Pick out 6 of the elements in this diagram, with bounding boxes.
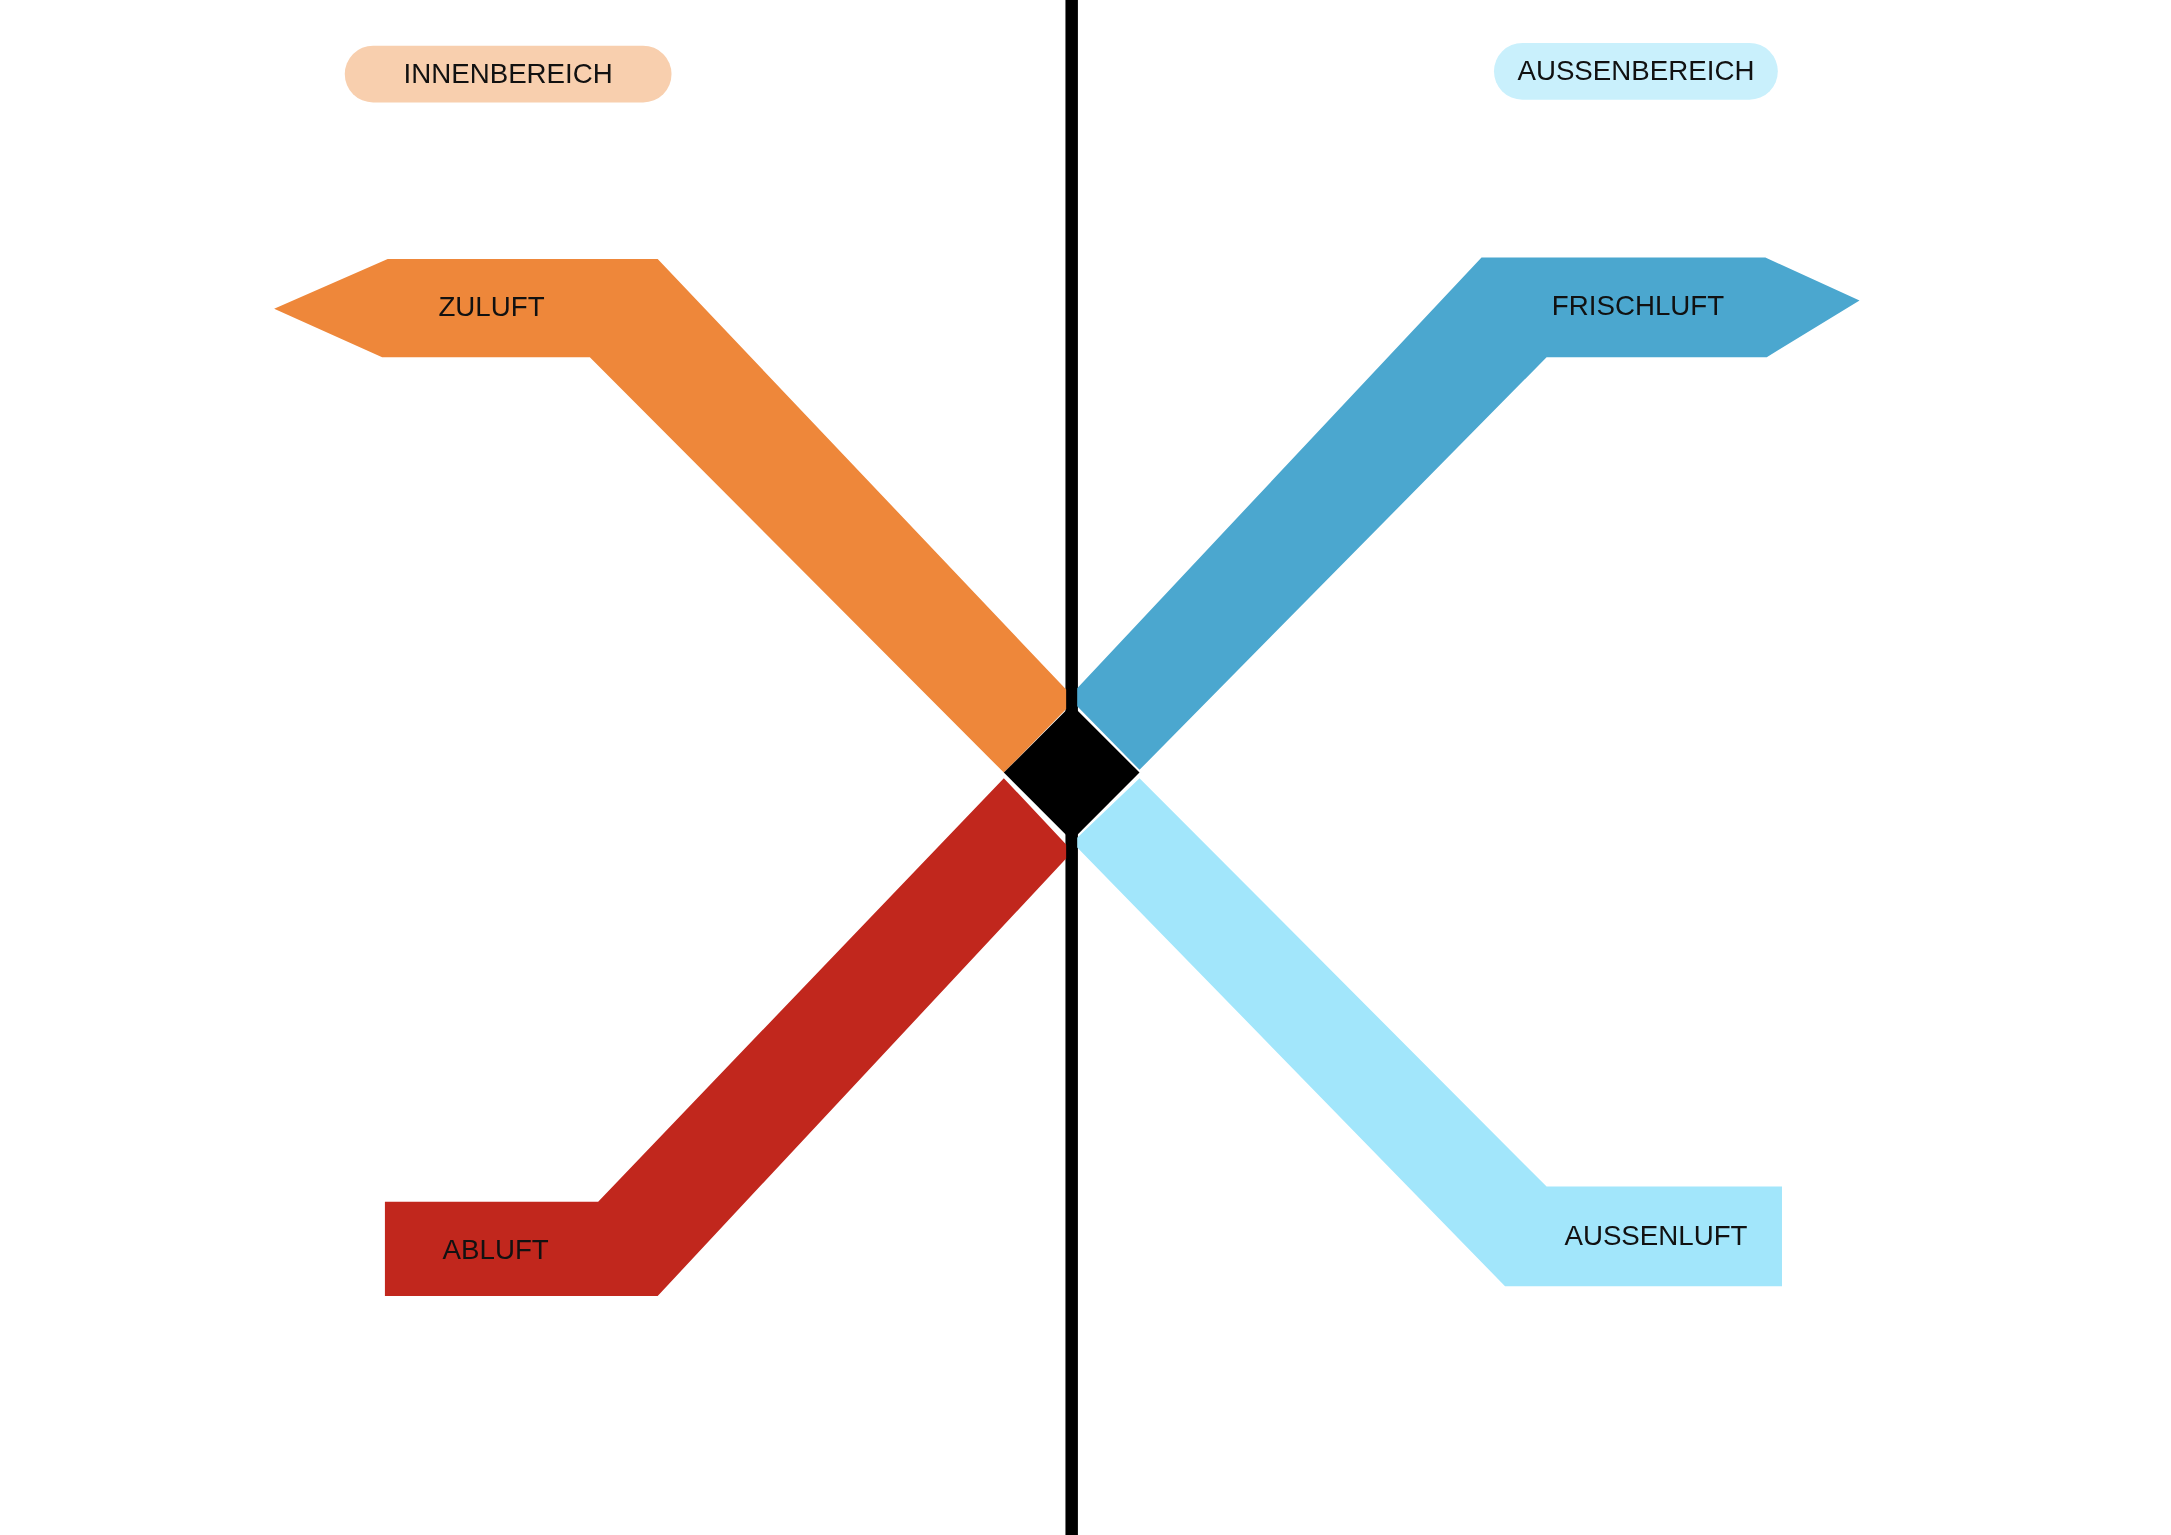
flow-label: AUSSENLUFT (1564, 1220, 1748, 1253)
area-label: INNENBEREICH (344, 45, 672, 103)
flow-label: FRISCHLUFT (1551, 290, 1725, 322)
area-label: AUSSENBEREICH (1494, 42, 1778, 100)
flow-label: ZULUFT (438, 291, 545, 324)
flow-label: ABLUFT (442, 1234, 549, 1267)
